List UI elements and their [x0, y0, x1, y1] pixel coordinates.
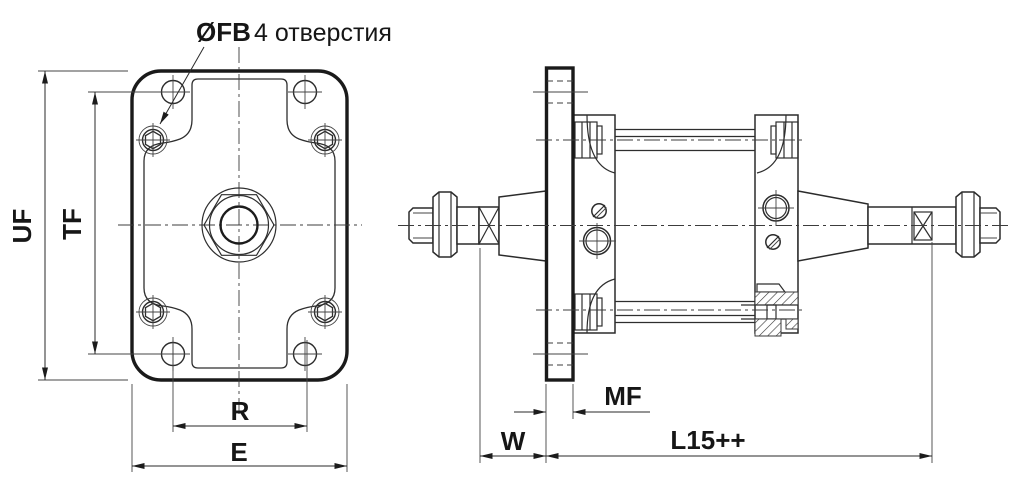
- dim-label-e: E: [230, 437, 247, 467]
- dim-w: W: [479, 248, 547, 463]
- dim-mf: MF: [514, 381, 650, 419]
- mounting-flange-side: [544, 66, 575, 382]
- callout-fb-holes: ØFB 4 отверстия: [159, 17, 392, 125]
- dim-label-uf: UF: [7, 209, 37, 244]
- dim-label-mf: MF: [604, 381, 642, 411]
- front-view: [118, 47, 362, 418]
- cylinder-profile-contour: [143, 78, 336, 369]
- rod-guide-front: [498, 190, 547, 262]
- nut-pocket-front-bottom: [586, 278, 616, 334]
- flange-screw-top-left: [136, 123, 170, 157]
- mounting-hole-bottom-right: [288, 337, 322, 371]
- mounting-hole-top-right: [288, 75, 322, 109]
- dim-label-tf: TF: [57, 208, 87, 240]
- port-rear: [758, 190, 794, 226]
- flange-screws: [136, 123, 342, 329]
- barrel-and-tie-rods: [615, 128, 755, 324]
- bleed-screw-front: [591, 203, 607, 219]
- flange-screw-bottom-left: [136, 295, 170, 329]
- flange-screw-top-right: [308, 123, 342, 157]
- flange-screw-bottom-right: [308, 295, 342, 329]
- dim-l15: L15++: [546, 242, 933, 463]
- rod-thread-rear: [979, 207, 1001, 244]
- port-front: [579, 223, 616, 259]
- rod-lock-nut-front: [432, 191, 458, 258]
- wrench-flats-rear: [913, 211, 933, 241]
- rod-nut-hex: [203, 194, 275, 256]
- callout-holes-note: 4 отверстия: [254, 19, 392, 47]
- flange-plate-outline: [130, 69, 349, 382]
- dim-r: R: [172, 340, 308, 432]
- dim-e: E: [131, 384, 348, 472]
- tie-rod-nut-front-bottom: [574, 293, 603, 331]
- dim-label-r: R: [231, 396, 250, 426]
- callout-leader-line: [159, 46, 205, 125]
- side-view: [398, 66, 1008, 382]
- callout-diameter-label: ØFB: [196, 17, 251, 47]
- nut-pocket-front-top: [586, 114, 616, 174]
- front-end-cap: [572, 114, 616, 334]
- dimensions: UF TF R E MF: [7, 17, 933, 472]
- dim-uf: UF: [7, 70, 128, 381]
- rod-guide-rear: [797, 190, 869, 262]
- nut-pocket-rear-top: [756, 114, 787, 174]
- center-rod-boss: [201, 187, 277, 263]
- cushion-section-hatch: [741, 283, 799, 337]
- dim-label-l15: L15++: [670, 425, 745, 455]
- rod-lock-nut-rear: [955, 191, 981, 258]
- dim-tf: TF: [57, 91, 188, 355]
- rod-bore: [219, 205, 259, 245]
- dim-label-w: W: [501, 426, 526, 456]
- flange-hole-hidden-lines: [533, 80, 588, 366]
- bleed-screw-rear: [765, 234, 781, 250]
